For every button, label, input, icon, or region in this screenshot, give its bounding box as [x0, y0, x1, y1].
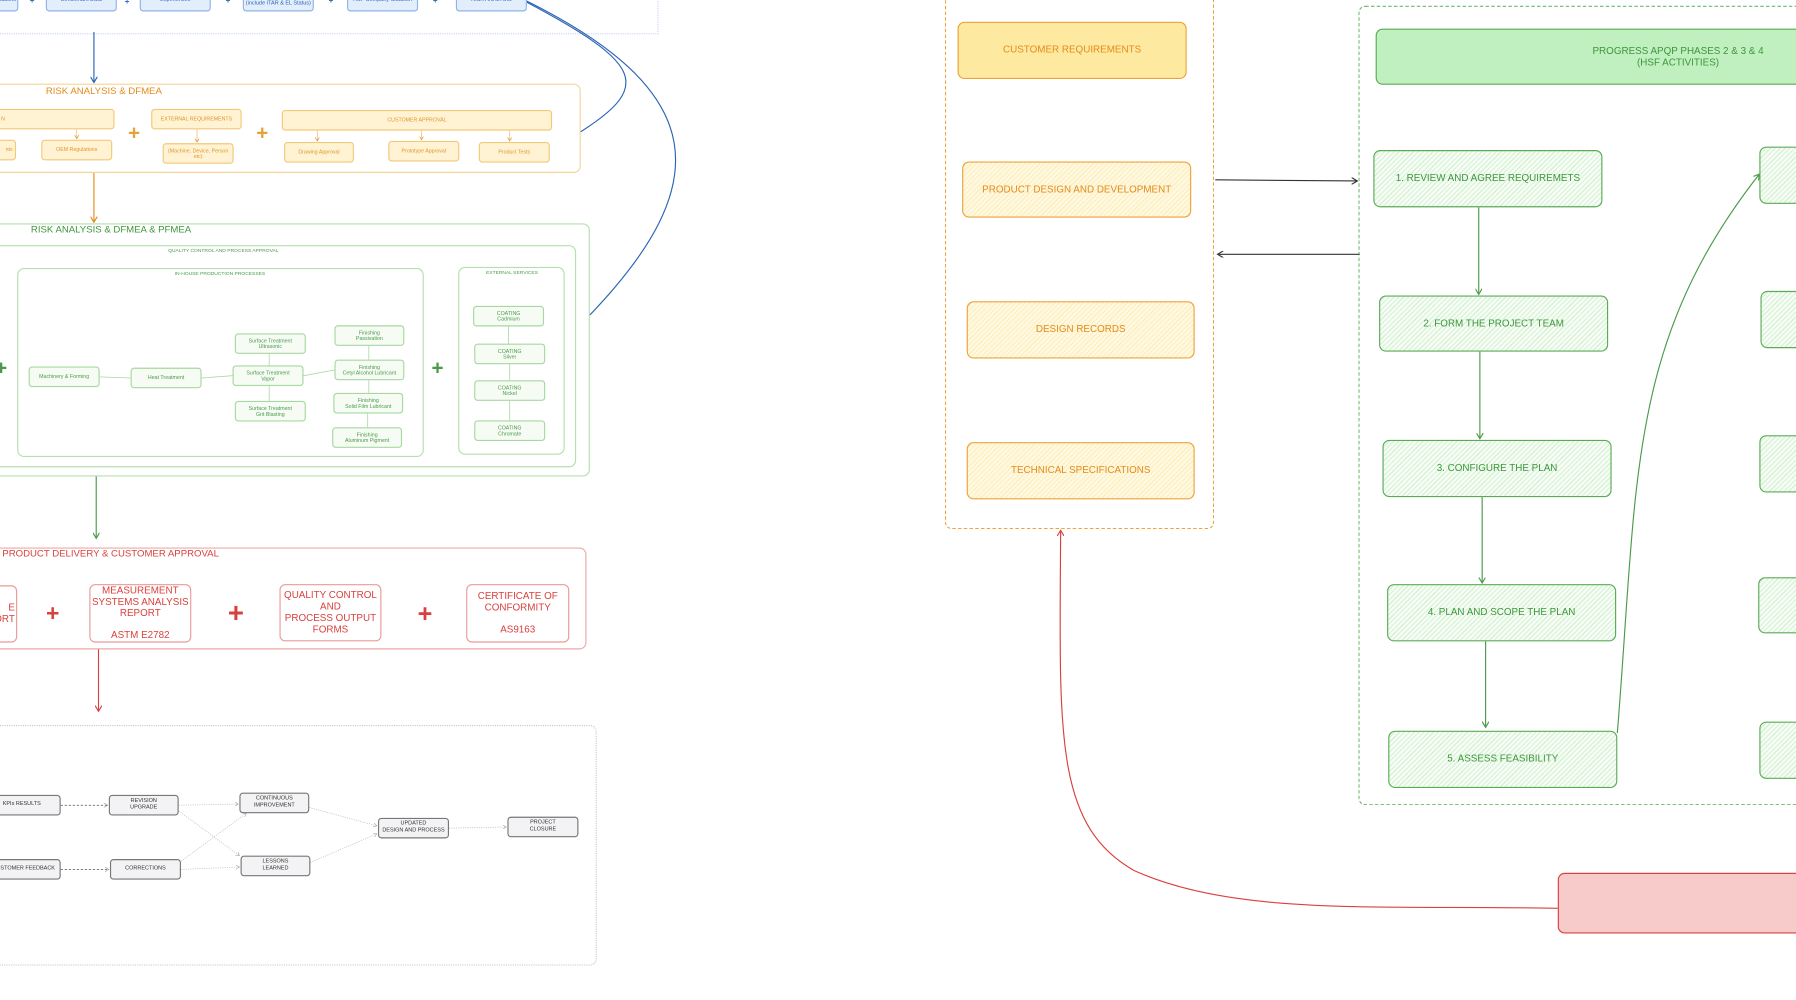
external-services-container — [458, 266, 565, 455]
risk-pfmea-title: RISK ANALYSIS & DFMEA & PFMEA — [30, 223, 192, 235]
coating-nickel-box[interactable]: COATING Nickel — [474, 380, 546, 401]
risk-pfmea-container — [0, 223, 590, 477]
product-design-development-box[interactable]: PRODUCT DESIGN AND DEVELOPMENT — [962, 161, 1192, 218]
surface-vapor-box[interactable]: Surface Treatment Vapor — [232, 365, 304, 387]
plus-icon: + — [328, 0, 334, 6]
risk-dfmea-title: RISK ANALYSIS & DFMEA — [45, 84, 162, 97]
apqp-step-3[interactable]: 3. CONFIGURE THE PLAN — [1382, 439, 1612, 498]
certificate-conformity-box[interactable]: CERTIFICATE OF CONFORMITY AS9163 — [466, 584, 570, 643]
revision-upgrade-box[interactable]: REVISION UPGRADE — [108, 794, 179, 816]
kpis-results-box[interactable]: KPIs RESULTS — [0, 794, 61, 816]
closure-container — [0, 725, 597, 966]
plus-icon: + — [417, 599, 433, 628]
apqp-step-right[interactable] — [1760, 290, 1796, 349]
plus-icon: + — [432, 0, 438, 6]
coating-silver-box[interactable]: COATING Silver — [474, 343, 546, 365]
input-item[interactable]: cations — [0, 0, 19, 12]
plus-icon: + — [431, 356, 444, 380]
customer-requirements-box[interactable]: CUSTOMER REQUIREMENTS — [957, 21, 1187, 80]
plus-icon: + — [127, 121, 141, 145]
inhouse-processes-label: IN-HOUSE PRODUCTION PROCESSES — [174, 270, 266, 277]
apqp-step-right[interactable] — [1759, 435, 1796, 493]
corrections-box[interactable]: CORRECTIONS — [109, 859, 181, 880]
apqp-step-right[interactable] — [1759, 146, 1796, 204]
design-records-box[interactable]: DESIGN RECORDS — [966, 301, 1195, 359]
drawing-approval-box[interactable]: Drawing Approval — [284, 142, 354, 163]
apqp-header-box[interactable]: PROGRESS APQP PHASES 2 & 3 & 4 (HSF ACTI… — [1375, 28, 1796, 85]
regulatory-requirements-box[interactable]: Regulatory Requirements (include ITAR & … — [242, 0, 314, 12]
left-item-box[interactable]: nts — [0, 139, 17, 161]
left-header-box[interactable]: N — [0, 108, 115, 130]
plus-icon: + — [0, 357, 7, 378]
apqp-step-right[interactable] — [1759, 721, 1796, 779]
heat-treatment-box[interactable]: Heat Treatment — [130, 367, 202, 389]
apqp-step-5[interactable]: 5. ASSESS FEASIBILITY — [1388, 730, 1618, 789]
plus-icon: + — [227, 597, 244, 629]
inhouse-processes-container — [17, 268, 424, 458]
apqp-step-1[interactable]: 1. REVIEW AND AGREE REQUIREMETS — [1373, 150, 1603, 208]
finishing-passivation-box[interactable]: Finishing Passivation — [334, 325, 405, 346]
delivery-report-box[interactable]: E ORT — [0, 585, 18, 643]
coating-cadmium-box[interactable]: COATING Cadmium — [473, 305, 545, 327]
technical-specifications-box[interactable]: TECHNICAL SPECIFICATIONS — [966, 442, 1195, 500]
customer-feedback-box[interactable]: CUSTOMER FEEDBACK — [0, 859, 61, 880]
red-feedback-box[interactable] — [1557, 872, 1796, 934]
machinery-forming-box[interactable]: Machinery & Forming — [28, 366, 100, 388]
benchmark-data-box[interactable]: Benchmark Data — [45, 0, 117, 12]
oem-regulations-box[interactable]: OEM Regulations — [41, 139, 113, 161]
lessons-learned-box[interactable]: LESSONS LEARNED — [240, 855, 311, 877]
external-requirements-box[interactable]: EXTERNAL REQUIREMENTS — [151, 108, 242, 130]
risk-analysis-box[interactable]: RISK ANALYSIS — [455, 0, 527, 12]
surface-grit-blasting-box[interactable]: Surface Treatment Grit Blasting — [234, 400, 306, 422]
hsf-company-situation-box[interactable]: HSF Company Situation — [347, 0, 419, 12]
plus-icon: + — [29, 0, 35, 6]
finishing-solid-film-box[interactable]: Finishing Solid Film Lubricant — [333, 392, 404, 414]
continuous-improvement-box[interactable]: CONTINUOUS IMPROVEMENT — [239, 792, 310, 814]
customer-column-container — [944, 0, 1215, 530]
plus-icon: + — [45, 601, 60, 627]
plus-icon: + — [225, 0, 231, 6]
qc-process-output-box[interactable]: QUALITY CONTROL AND PROCESS OUTPUT FORMS — [279, 584, 382, 642]
apqp-container — [1358, 5, 1796, 806]
coating-chromate-box[interactable]: COATING Chromate — [474, 420, 546, 441]
project-closure-box[interactable]: PROJECT CLOSURE — [507, 816, 579, 838]
finishing-cetyl-box[interactable]: Finishing Cetyl Alcohol Lubricant — [334, 359, 405, 381]
finishing-aluminum-box[interactable]: Finishing Aluminum Pigment — [332, 427, 403, 448]
apqp-step-2[interactable]: 2. FORM THE PROJECT TEAM — [1379, 295, 1609, 352]
delivery-container — [0, 547, 587, 650]
apqp-step-right[interactable] — [1758, 577, 1796, 634]
product-tests-box[interactable]: Product Tests — [478, 142, 550, 163]
plus-icon: + — [256, 121, 269, 145]
qc-process-approval-label: QUALITY CONTROL AND PROCESS APPROVAL — [168, 247, 279, 254]
qc-process-approval-container — [0, 245, 577, 468]
plus-icon: + — [124, 0, 130, 7]
customer-approval-box[interactable]: CUSTOMER APPROVAL — [281, 109, 553, 131]
updated-design-process-box[interactable]: UPDATED DESIGN AND PROCESS — [377, 817, 450, 839]
surface-ultrasonic-box[interactable]: Surface Treatment Ultrasonic — [234, 333, 306, 354]
delivery-title: PRODUCT DELIVERY & CUSTOMER APPROVAL — [2, 547, 219, 559]
experiences-box[interactable]: Experiences — [139, 0, 211, 12]
apqp-step-4[interactable]: 4. PLAN AND SCOPE THE PLAN — [1387, 584, 1617, 642]
prototype-approval-box[interactable]: Prototype Approval — [388, 140, 460, 162]
msa-report-box[interactable]: MEASUREMENT SYSTEMS ANALYSIS REPORT ASTM… — [89, 584, 192, 643]
external-services-label: EXTERNAL SERVICES — [486, 269, 538, 275]
machine-device-person-box[interactable]: (Machine, Device, Person etc) — [162, 143, 234, 164]
